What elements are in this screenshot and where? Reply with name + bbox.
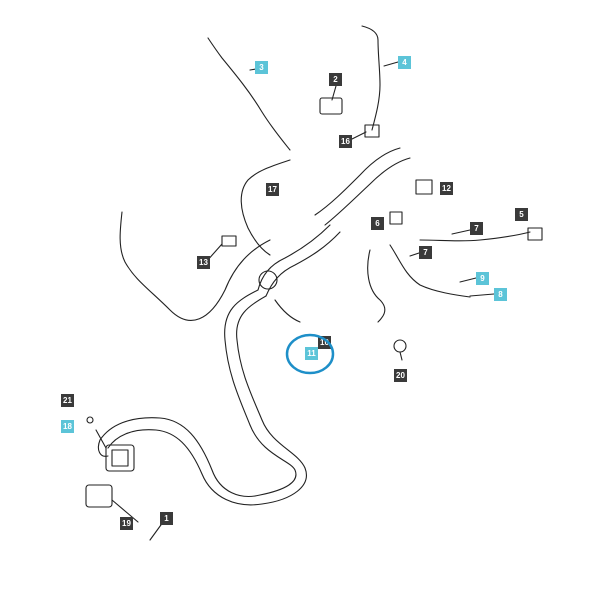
callout-6: 6 (371, 217, 384, 230)
connector-part-18 (105, 444, 135, 472)
bracket-part-19 (85, 484, 113, 508)
branch-right-lower (389, 244, 471, 298)
callout-20: 20 (394, 369, 407, 382)
main-harness-trunk-outline (107, 295, 307, 506)
connector-part-2 (319, 97, 343, 115)
main-harness-trunk (99, 289, 297, 497)
connector-part-18-inner (111, 449, 129, 467)
callout-3: 3 (255, 61, 268, 74)
harness-rise (257, 224, 331, 291)
branch-to-part-11 (274, 299, 301, 323)
callout-10: 10 (318, 336, 331, 349)
center-tube-outline (324, 157, 411, 226)
branch-upper-left (240, 159, 291, 256)
branch-to-part-4 (361, 25, 381, 131)
callout-13: 13 (197, 256, 210, 269)
callout-5: 5 (515, 208, 528, 221)
callout-16: 16 (339, 135, 352, 148)
callout-7-center: 7 (419, 246, 432, 259)
callout-9: 9 (476, 272, 489, 285)
branch-to-part-3 (207, 37, 291, 151)
branch-right-lower-2 (367, 249, 386, 323)
callout-17: 17 (266, 183, 279, 196)
branch-left-long (119, 211, 271, 321)
callout-1: 1 (160, 512, 173, 525)
highlight-ring (285, 333, 335, 375)
connector-part-12 (415, 179, 433, 195)
callout-4: 4 (398, 56, 411, 69)
callout-18: 18 (61, 420, 74, 433)
connector-part-13 (221, 235, 237, 247)
callout-19: 19 (120, 517, 133, 530)
fitting-part-21 (86, 416, 94, 424)
center-tube (314, 147, 401, 216)
harness-rise-outline (265, 231, 341, 297)
callout-8: 8 (494, 288, 507, 301)
callout-11: 11 (305, 347, 318, 360)
connector-part-6 (389, 211, 403, 225)
connector-part-16 (364, 124, 380, 138)
sensor-part-5 (527, 227, 543, 241)
callout-7-right: 7 (470, 222, 483, 235)
callout-12: 12 (440, 182, 453, 195)
branch-to-part-5 (419, 231, 531, 242)
callout-21: 21 (61, 394, 74, 407)
callout-2: 2 (329, 73, 342, 86)
grommet (258, 270, 278, 290)
